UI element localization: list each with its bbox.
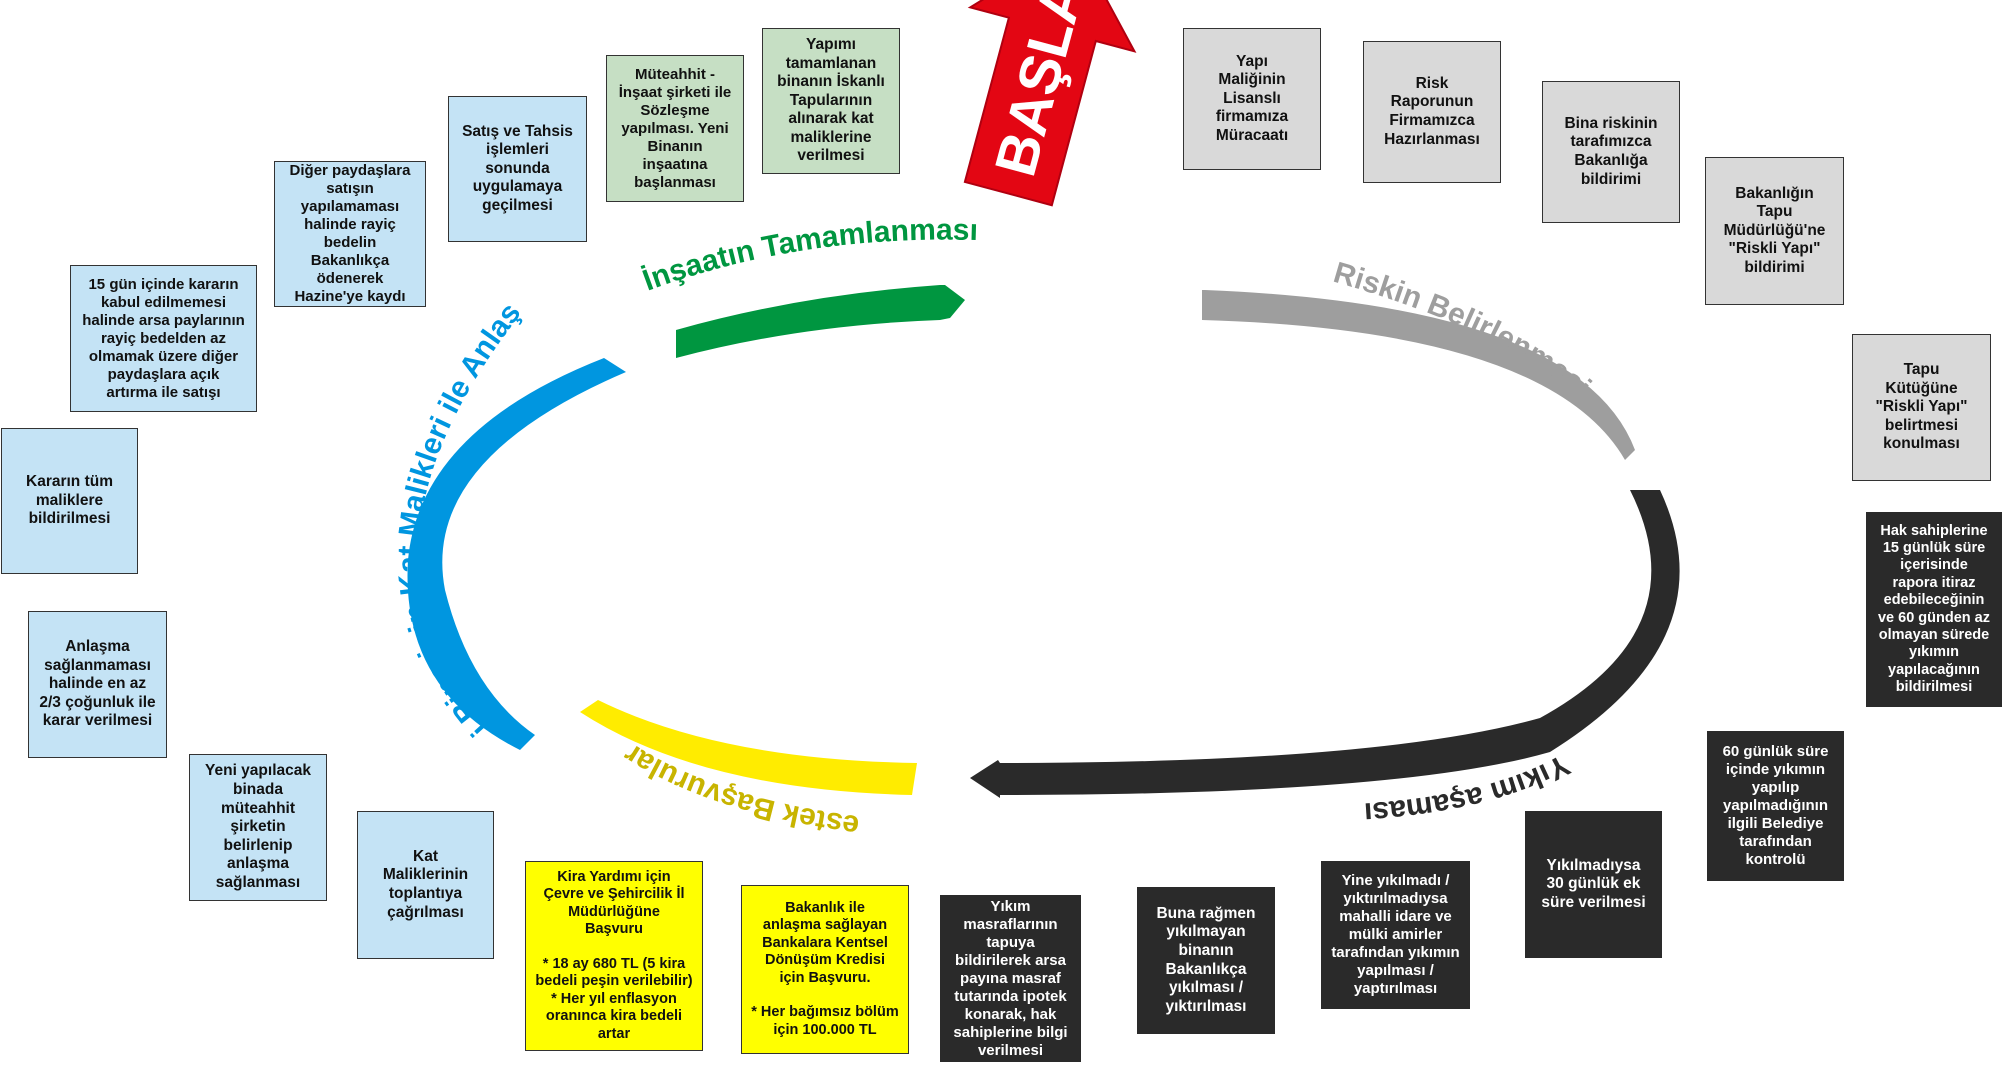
step-box-support-2: Kira Yardımı için Çevre ve Şehircilik İl… [525, 861, 703, 1051]
step-box-agreement-3: Anlaşma sağlanmaması halinde en az 2/3 ç… [28, 611, 167, 758]
step-box-agreement-7: Satış ve Tahsis işlemleri sonunda uygula… [448, 96, 587, 242]
step-box-demolition-5: Buna rağmen yıkılmayan binanın Bakanlıkç… [1137, 887, 1275, 1034]
step-box-agreement-5: 15 gün içinde kararın kabul edilmemesi h… [70, 265, 257, 412]
phase-arc-construction [676, 285, 965, 358]
svg-text:İnşaatın Tamamlanması: İnşaatın Tamamlanması [638, 214, 978, 298]
phase-arc-risk [1202, 290, 1635, 460]
step-box-risk-2: Risk Raporunun Firmamızca Hazırlanması [1363, 41, 1501, 183]
step-box-agreement-4: Kararın tüm maliklere bildirilmesi [1, 428, 138, 574]
start-arrow: BAŞLA [963, 0, 1137, 207]
step-box-demolition-2: 60 günlük süre içinde yıkımın yapılıp ya… [1707, 731, 1844, 881]
step-box-construction-1: Müteahhit - İnşaat şirketi ile Sözleşme … [606, 55, 744, 202]
phase-arc-support [580, 700, 917, 795]
step-box-risk-5: Tapu Kütüğüne "Riskli Yapı" belirtmesi k… [1852, 334, 1991, 481]
step-box-demolition-4: Yine yıkılmadı / yıktırılmadıysa mahalli… [1321, 861, 1470, 1009]
step-box-risk-4: Bakanlığın Tapu Müdürlüğü'ne "Riskli Yap… [1705, 157, 1844, 305]
step-box-construction-2: Yapımı tamamlanan binanın İskanlı Tapula… [762, 28, 900, 174]
step-box-agreement-2: Yeni yapılacak binada müteahhit şirketin… [189, 754, 327, 901]
step-box-demolition-1: Hak sahiplerine 15 günlük süre içerisind… [1866, 512, 2002, 707]
step-box-agreement-1: Kat Maliklerinin toplantıya çağrılması [357, 811, 494, 959]
step-box-demolition-6: Yıkım masraflarının tapuya bildirilerek … [940, 895, 1081, 1062]
step-box-agreement-6: Diğer paydaşlara satışın yapılamaması ha… [274, 161, 426, 307]
step-box-demolition-3: Yıkılmadıysa 30 günlük ek süre verilmesi [1525, 811, 1662, 958]
phase-arc-agreement [407, 358, 626, 750]
step-box-support-1: Bakanlık ile anlaşma sağlayan Bankalara … [741, 885, 909, 1054]
phase-arc-demolition [970, 490, 1680, 798]
phase-label-construction: İnşaatın Tamamlanması [638, 214, 978, 298]
step-box-risk-1: Yapı Maliğinin Lisanslı firmamıza Müraca… [1183, 28, 1321, 170]
step-box-risk-3: Bina riskinin tarafımızca Bakanlığa bild… [1542, 81, 1680, 223]
